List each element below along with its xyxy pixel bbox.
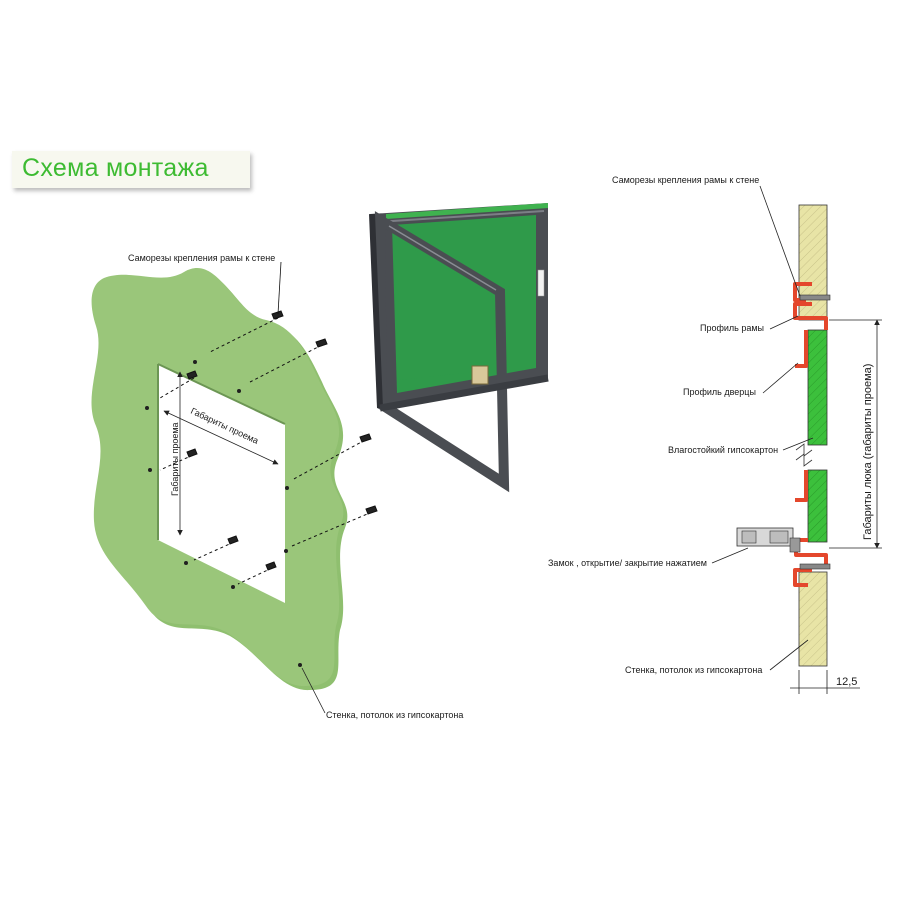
thickness-label: 12,5: [836, 676, 857, 688]
left-wall-leader: [301, 667, 326, 714]
moisture-board-label: Влагостойкий гипсокартон: [668, 445, 778, 455]
lock-mechanism: [736, 527, 801, 553]
right-screws-label: Саморезы крепления рамы к стене: [612, 175, 759, 185]
drywall-board: [91, 268, 348, 691]
access-hatch: [369, 203, 549, 493]
title-box: Схема монтажа: [12, 151, 250, 188]
right-leaders: [711, 185, 882, 694]
door-profile-label: Профиль дверцы: [683, 387, 756, 397]
right-wall-label: Стенка, потолок из гипсокартона: [625, 665, 762, 675]
left-screws: [159, 261, 378, 585]
frame-profile-label: Профиль рамы: [700, 323, 764, 333]
left-screws-label: Саморезы крепления рамы к стене: [128, 253, 275, 263]
left-wall-label: Стенка, потолок из гипсокартона: [326, 710, 463, 720]
lock-label: Замок , открытие/ закрытие нажатием: [548, 558, 707, 568]
hatch-size-label: Габариты люка (габариты проема): [862, 364, 874, 540]
diagram-title: Схема монтажа: [22, 154, 209, 182]
opening-v-label: Габариты проема: [170, 422, 180, 496]
cross-section: [736, 204, 831, 667]
opening-dimensions: [163, 371, 279, 536]
